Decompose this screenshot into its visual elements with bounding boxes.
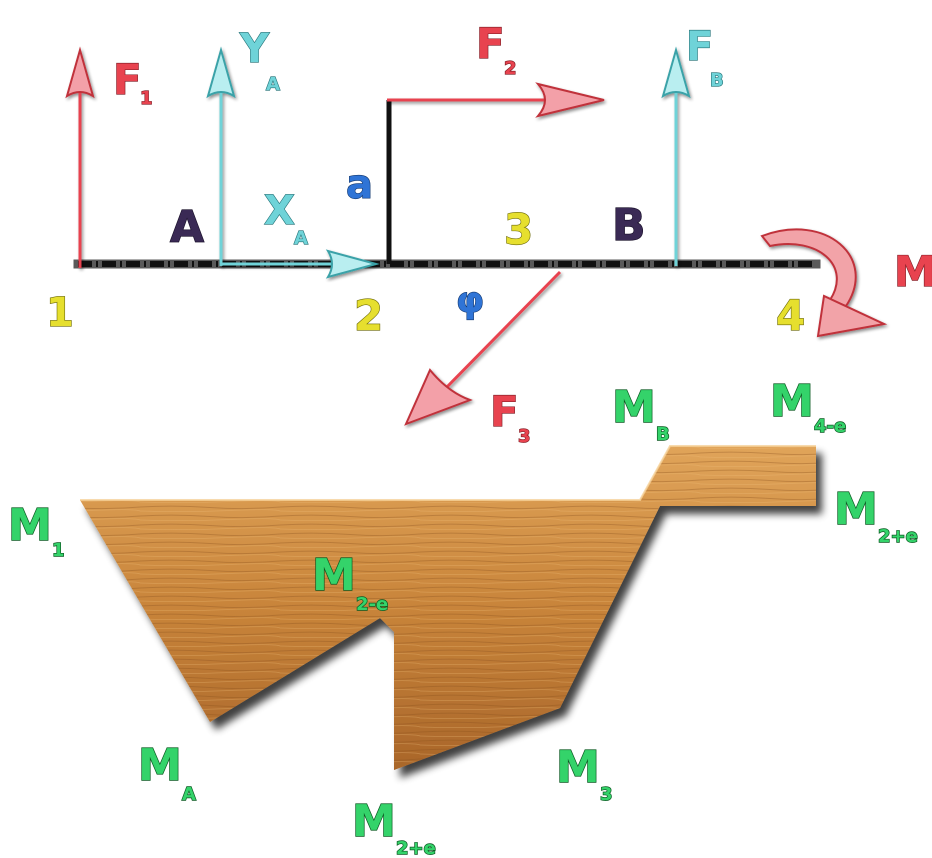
svg-text:M: M <box>834 484 878 535</box>
reaction-xa-arrow <box>221 249 380 279</box>
reaction-fb-arrow <box>661 46 691 266</box>
svg-text:1: 1 <box>52 540 65 561</box>
force-f3-arrow <box>404 270 562 426</box>
svg-text:M: M <box>312 550 356 601</box>
svg-text:X: X <box>264 188 295 234</box>
svg-text:2+e: 2+e <box>878 526 918 547</box>
label-m2-minus-e: M 2-e <box>311 549 389 615</box>
svg-text:Y: Y <box>239 26 270 72</box>
svg-text:F: F <box>490 387 519 436</box>
svg-text:M: M <box>894 247 932 296</box>
label-m2-plus-e-right: M 2+e <box>833 483 918 547</box>
force-f1-arrow <box>65 46 95 268</box>
label-node-2: 2 <box>354 291 383 340</box>
svg-text:M: M <box>556 742 600 793</box>
label-node-3: 3 <box>504 205 533 254</box>
label-angle-phi: φ <box>456 280 484 321</box>
svg-text:A: A <box>294 228 308 249</box>
label-f1: F 1 <box>112 54 153 109</box>
label-fb: F B <box>685 23 724 91</box>
label-m3: M 3 <box>555 741 613 805</box>
svg-text:A: A <box>266 74 280 95</box>
svg-text:M: M <box>770 376 814 427</box>
svg-text:M: M <box>138 740 182 791</box>
label-support-a: A <box>170 202 204 253</box>
label-f3: F 3 <box>489 386 531 447</box>
label-m4-minus-e: M 4-e <box>769 375 847 437</box>
svg-text:M: M <box>612 382 656 433</box>
svg-text:F: F <box>113 55 142 104</box>
svg-text:M: M <box>8 500 52 551</box>
svg-text:4-e: 4-e <box>814 416 846 437</box>
svg-text:F: F <box>686 24 713 70</box>
reaction-ya-arrow <box>206 46 236 266</box>
label-node-4: 4 <box>776 291 805 340</box>
label-xa: X A <box>263 187 308 249</box>
svg-text:F: F <box>476 19 505 68</box>
svg-text:B: B <box>656 424 670 445</box>
moment-m-curved-arrow <box>760 228 888 338</box>
label-m: M <box>893 246 932 296</box>
label-node-1: 1 <box>46 290 74 336</box>
svg-text:3: 3 <box>518 426 531 447</box>
svg-text:3: 3 <box>600 784 613 805</box>
label-ya: Y A <box>238 25 280 95</box>
svg-text:2+e: 2+e <box>396 838 436 858</box>
svg-text:A: A <box>182 784 196 805</box>
svg-text:1: 1 <box>140 88 153 109</box>
label-ma: M A <box>137 739 196 805</box>
label-m1: M 1 <box>7 499 65 561</box>
label-m2-plus-e-bottom: M 2+e <box>351 795 436 858</box>
label-f2: F 2 <box>475 18 517 79</box>
bending-moment-diagram <box>80 445 816 770</box>
svg-text:2: 2 <box>504 58 517 79</box>
svg-text:B: B <box>710 70 724 91</box>
label-arm-a: a <box>346 162 373 208</box>
label-mb: M B <box>611 381 670 445</box>
svg-text:2-e: 2-e <box>356 594 388 615</box>
force-f2-arrow <box>387 82 605 118</box>
svg-text:M: M <box>352 796 396 847</box>
label-support-b: B <box>612 200 646 251</box>
